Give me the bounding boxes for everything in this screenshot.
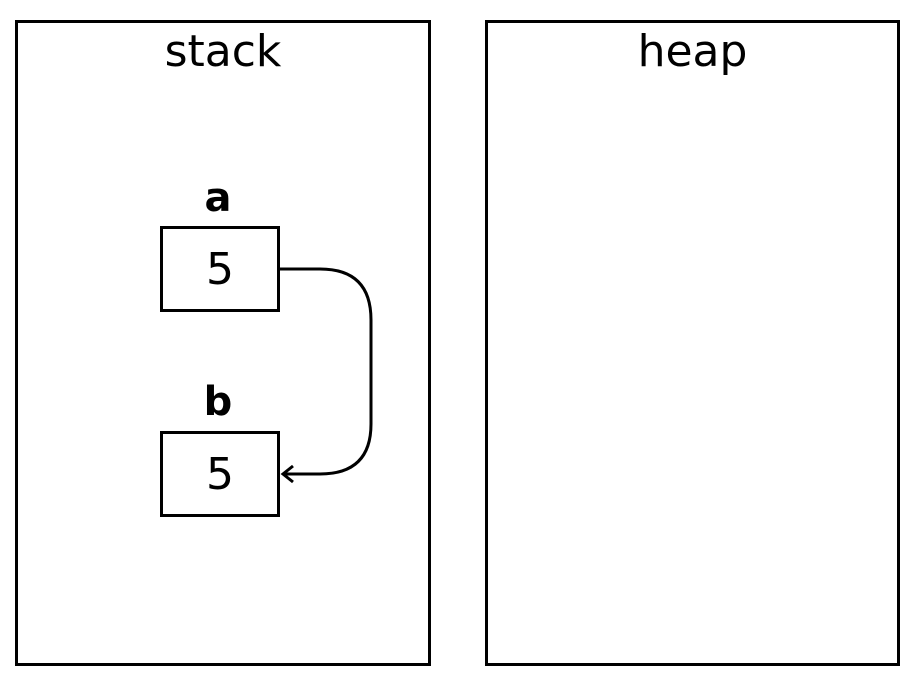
heap-title: heap [637, 26, 748, 77]
stack-panel: stack [15, 20, 431, 666]
variable-b-value: 5 [206, 448, 234, 500]
variable-a-label: a [204, 175, 232, 221]
stack-title: stack [164, 26, 282, 77]
heap-panel: heap [485, 20, 900, 666]
variable-b-label: b [203, 379, 233, 425]
variable-b-box: 5 [160, 431, 280, 517]
variable-a-value: 5 [206, 243, 234, 295]
variable-a-box: 5 [160, 226, 280, 312]
